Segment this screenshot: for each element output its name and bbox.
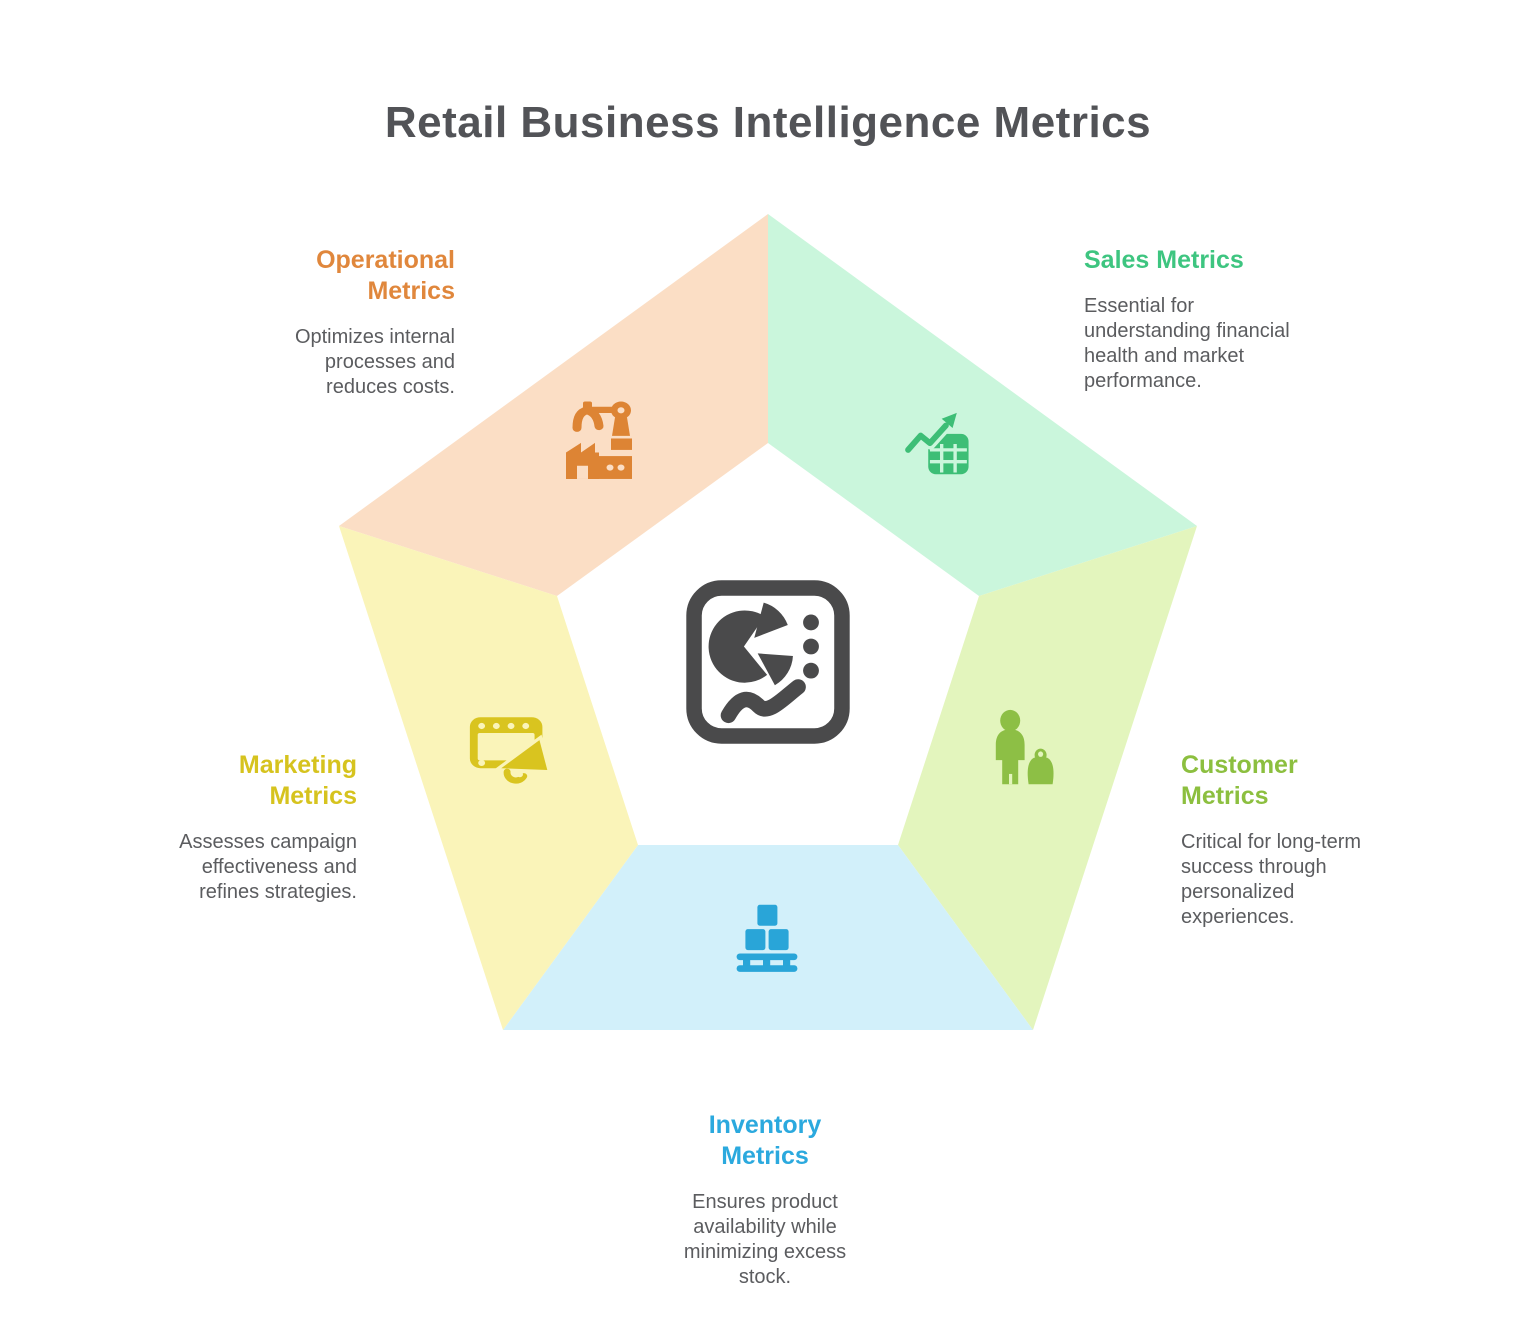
marketing-metrics-block: Marketing Metrics Assesses campaign effe…	[37, 750, 357, 905]
operational-metrics-heading: Operational Metrics	[316, 246, 455, 305]
inventory-metrics-description: Ensures product availability while minim…	[683, 1191, 847, 1288]
inventory-metrics-block: Inventory Metrics Ensures product availa…	[565, 1110, 965, 1290]
dashboard-pie-icon	[686, 580, 850, 744]
segment-marketing-shape	[339, 526, 638, 1030]
marketing-metrics-heading: Marketing Metrics	[238, 751, 357, 810]
customer-metrics-description: Critical for long-term success through p…	[1181, 831, 1362, 928]
customer-metrics-heading: Customer Metrics	[1181, 751, 1298, 810]
operational-metrics-description: Optimizes internal processes and reduces…	[294, 326, 455, 398]
segment-inventory-shape	[503, 845, 1033, 1030]
growth-chart-table-icon	[901, 412, 969, 475]
segment-sales-shape	[768, 214, 1197, 596]
operational-metrics-block: Operational Metrics Optimizes internal p…	[135, 245, 455, 400]
billboard-megaphone-icon	[469, 717, 552, 784]
sales-metrics-heading: Sales Metrics	[1084, 246, 1244, 274]
page-title: Retail Business Intelligence Metrics	[384, 98, 1152, 147]
inventory-metrics-heading: Inventory Metrics	[708, 1111, 822, 1170]
customer-metrics-block: Customer Metrics Critical for long-term …	[1181, 750, 1481, 930]
person-shopping-bag-icon	[995, 709, 1054, 785]
sales-metrics-block: Sales Metrics Essential for understandin…	[1084, 245, 1404, 394]
sales-metrics-description: Essential for understanding financial he…	[1084, 295, 1290, 392]
boxes-pallet-icon	[736, 904, 798, 972]
marketing-metrics-description: Assesses campaign effectiveness and refi…	[179, 831, 357, 903]
factory-robot-icon	[566, 401, 632, 479]
segment-operational-shape	[339, 214, 768, 596]
